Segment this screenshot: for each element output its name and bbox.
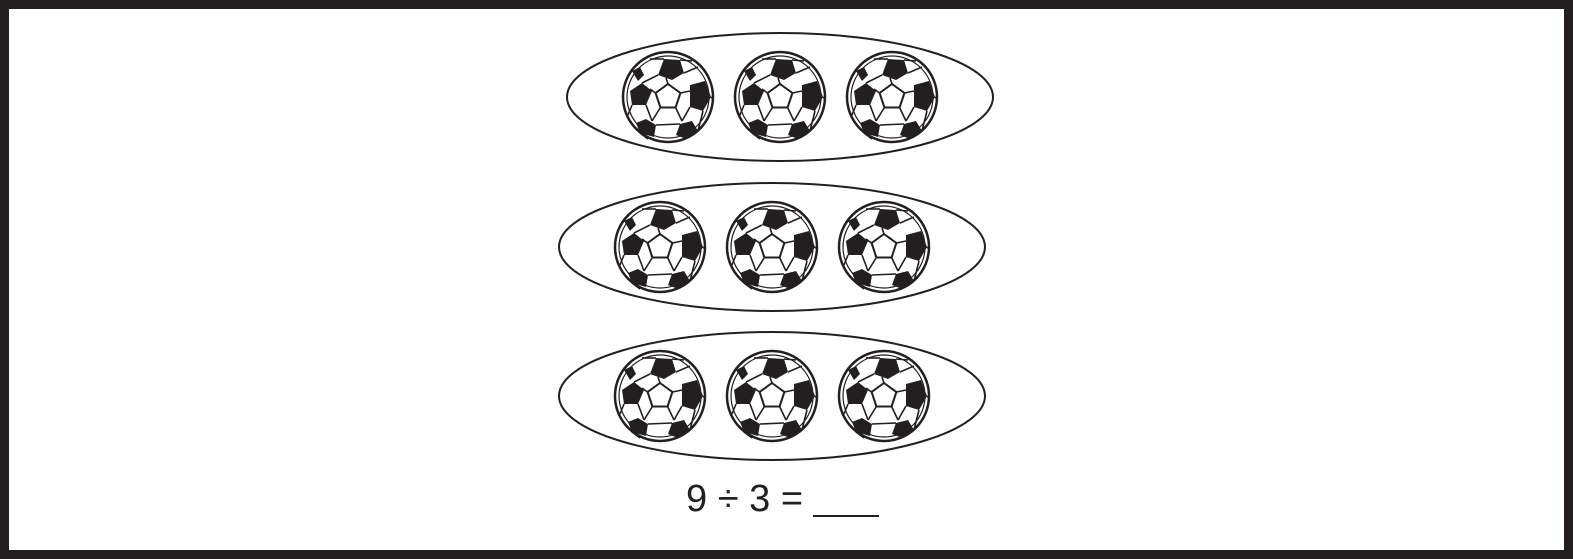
dividend: 9	[686, 474, 707, 524]
soccer-ball-icon	[615, 202, 705, 292]
division-sign: ÷	[718, 474, 739, 524]
answer-blank[interactable]	[813, 477, 879, 517]
soccer-ball-icon	[839, 202, 929, 292]
equals-sign: =	[781, 474, 803, 524]
soccer-ball-icon	[615, 351, 705, 441]
ball-group-1	[567, 33, 993, 161]
soccer-ball-icon	[727, 351, 817, 441]
division-equation: 9 ÷ 3 =	[0, 474, 1573, 524]
ball-group-3	[559, 332, 985, 460]
soccer-ball-icon	[735, 52, 825, 142]
soccer-ball-icon	[623, 52, 713, 142]
soccer-ball-icon	[839, 351, 929, 441]
soccer-ball-icon	[847, 52, 937, 142]
divisor: 3	[749, 474, 770, 524]
soccer-ball-icon	[727, 202, 817, 292]
ball-group-2	[559, 183, 985, 311]
